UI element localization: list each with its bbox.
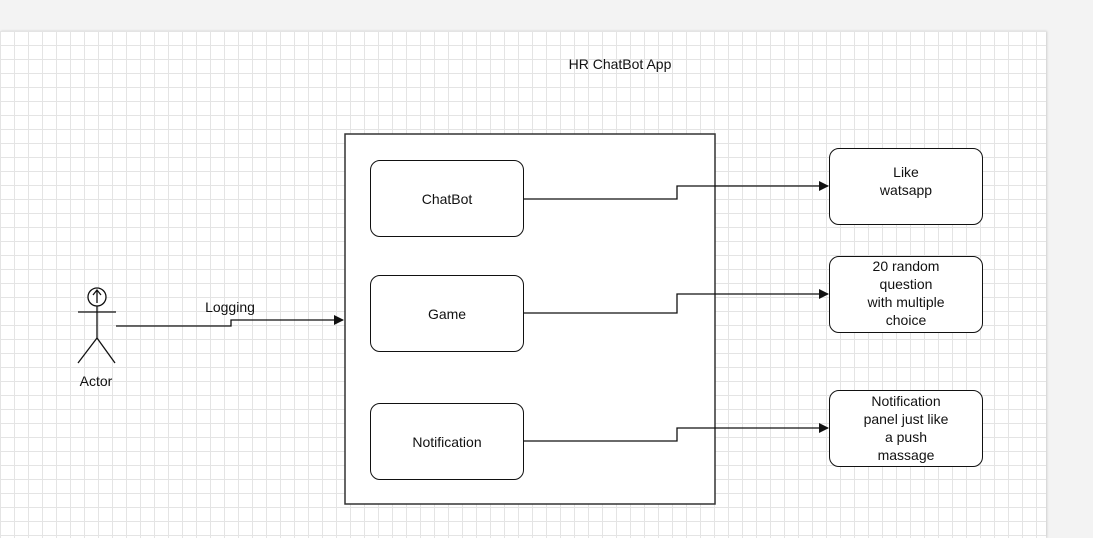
actor-figure[interactable]: [77, 287, 116, 364]
actor-arrow-icon: [92, 288, 102, 303]
feature-notification[interactable]: Notification: [370, 403, 524, 480]
edge-game-to-note[interactable]: [523, 289, 829, 314]
diagram-title: HR ChatBot App: [568, 56, 672, 72]
edge-logging-label: Logging: [205, 299, 255, 315]
note-notification[interactable]: Notification panel just like a push mass…: [829, 390, 983, 467]
feature-game[interactable]: Game: [370, 275, 524, 352]
actor-label: Actor: [79, 373, 113, 389]
edge-chatbot-to-note[interactable]: [523, 181, 829, 200]
note-game[interactable]: 20 random question with multiple choice: [829, 256, 983, 333]
note-chatbot[interactable]: Like watsapp: [829, 148, 983, 225]
feature-chatbot[interactable]: ChatBot: [370, 160, 524, 237]
edge-actor-to-system[interactable]: [116, 315, 344, 327]
edge-notification-to-note[interactable]: [523, 423, 829, 442]
